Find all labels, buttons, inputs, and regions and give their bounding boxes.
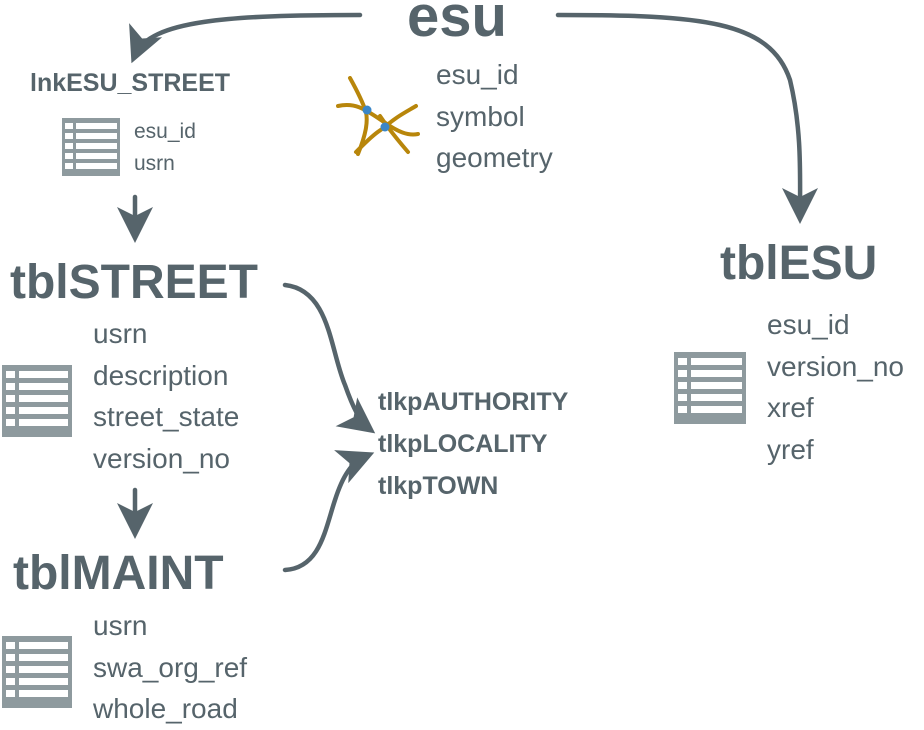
field: version_no	[767, 350, 904, 382]
lookup-table-name: tlkpTOWN	[378, 472, 499, 500]
tblmaint-fields: usrn swa_org_ref whole_road	[93, 605, 247, 730]
arrow-tblmaint-to-lookups	[282, 450, 375, 573]
tblstreet-title: tblSTREET	[10, 256, 258, 309]
lnkesu-street-title: lnkESU_STREET	[30, 69, 231, 97]
field: street_state	[93, 401, 240, 432]
field: swa_org_ref	[93, 651, 248, 683]
field: xref	[767, 392, 814, 423]
field: usrn	[93, 318, 148, 349]
table-icon	[62, 118, 120, 176]
lookup-table-name: tlkpAUTHORITY	[378, 388, 569, 416]
field: esu_id	[134, 120, 196, 143]
table-icon	[2, 365, 72, 437]
field: symbol	[436, 100, 525, 132]
table-icon	[674, 352, 746, 424]
arrow-tblstreet-to-lookups	[282, 282, 376, 434]
tblesu-fields: esu_id version_no xref yref	[767, 304, 904, 470]
field: version_no	[93, 442, 230, 474]
tblesu-title: tblESU	[720, 237, 878, 290]
lnkesu-street-fields: esu_id usrn	[134, 116, 196, 180]
esu-title: esu	[407, 0, 507, 49]
field: usrn	[93, 610, 148, 641]
esu-fields: esu_id symbol geometry	[436, 54, 553, 179]
field: description	[93, 359, 229, 391]
table-icon	[2, 636, 72, 708]
road-network-icon	[336, 76, 420, 156]
field: usrn	[134, 152, 175, 175]
field: geometry	[436, 142, 553, 173]
arrow-esu-to-lnkesu-street	[129, 12, 363, 64]
lookup-tables: tlkpAUTHORITY tlkpLOCALITY tlkpTOWN	[378, 381, 568, 507]
field: yref	[767, 433, 814, 465]
lookup-table-name: tlkpLOCALITY	[378, 430, 548, 458]
tblstreet-fields: usrn description street_state version_no	[93, 313, 239, 479]
field: esu_id	[767, 309, 850, 340]
field: esu_id	[436, 59, 519, 90]
field: whole_road	[93, 693, 238, 724]
tblmaint-title: tblMAINT	[13, 547, 224, 600]
arrow-esu-to-tblesu	[555, 12, 819, 224]
